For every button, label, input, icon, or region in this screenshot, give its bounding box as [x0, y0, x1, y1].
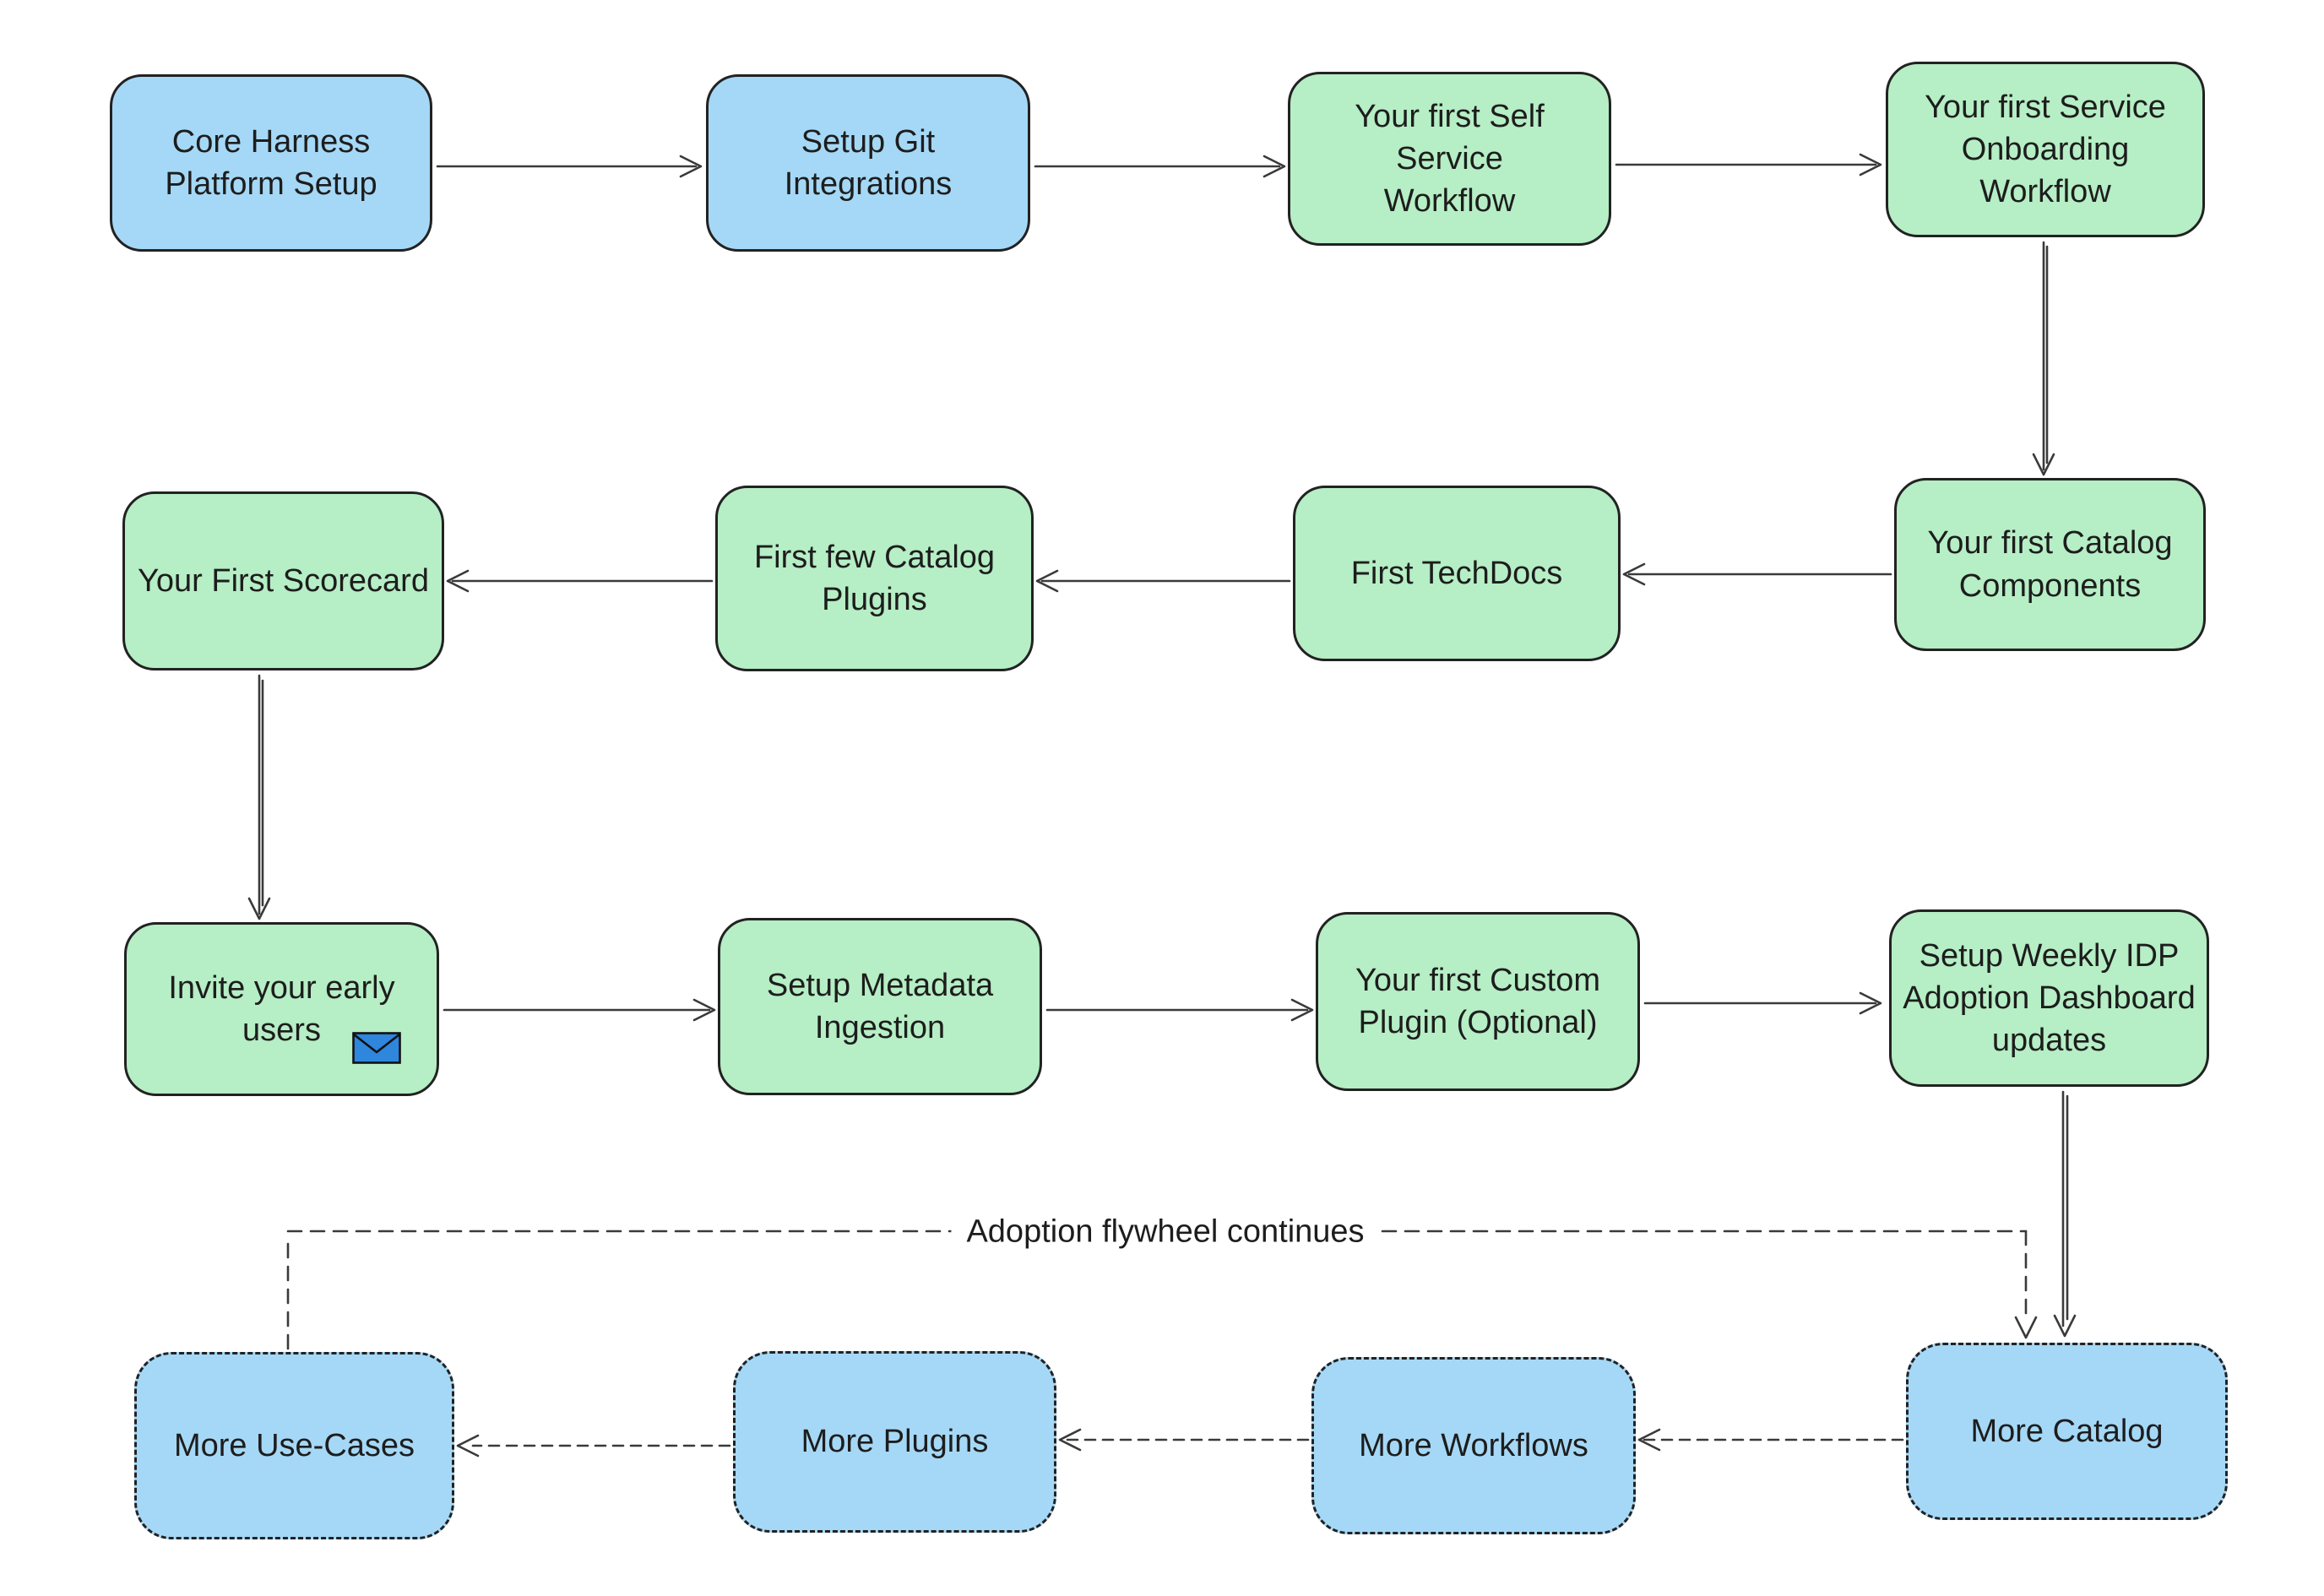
arrow-metadata-to-customplugin [1045, 998, 1314, 1022]
node-first-catalog-plugins: First few Catalog Plugins [715, 486, 1034, 671]
arrow-catalog-plugins-to-scorecard [446, 569, 714, 593]
arrow-techdocs-to-catalog-plugins [1035, 569, 1291, 593]
node-label: Your first Custom Plugin (Optional) [1355, 962, 1601, 1040]
node-label: Invite your early users [168, 969, 395, 1048]
arrow-invite-to-metadata [443, 998, 716, 1022]
arrow-more-plugins-to-more-use-cases [456, 1434, 731, 1458]
arrow-git-to-selfservice [1034, 155, 1286, 178]
node-label: First few Catalog Plugins [753, 539, 996, 617]
node-first-techdocs: First TechDocs [1293, 486, 1621, 661]
node-core-harness-platform-setup: Core Harness Platform Setup [110, 74, 432, 252]
arrow-more-catalog-to-more-workflows [1637, 1428, 1904, 1452]
flywheel-continues-label: Adoption flywheel continues [951, 1212, 1380, 1252]
node-first-self-service-workflow: Your first Self Service Workflow [1288, 72, 1611, 246]
flywheel-loop-arrowhead [2014, 1316, 2038, 1339]
node-weekly-idp-adoption-dashboard: Setup Weekly IDP Adoption Dashboard upda… [1889, 909, 2209, 1087]
arrow-onboarding-to-catalog-components [2032, 241, 2055, 476]
arrow-selfservice-to-onboarding [1615, 153, 1882, 176]
node-label: More Catalog [1970, 1413, 2164, 1449]
arrow-more-workflows-to-more-plugins [1058, 1428, 1310, 1452]
node-setup-metadata-ingestion: Setup Metadata Ingestion [718, 918, 1042, 1095]
node-label: Your First Scorecard [138, 562, 429, 599]
node-setup-git-integrations: Setup Git Integrations [706, 74, 1030, 252]
node-label: Core Harness Platform Setup [165, 123, 377, 202]
node-more-workflows: More Workflows [1311, 1357, 1636, 1534]
node-first-custom-plugin: Your first Custom Plugin (Optional) [1316, 912, 1640, 1091]
node-label: Your first Service Onboarding Workflow [1925, 89, 2166, 210]
node-label: Your first Catalog Components [1927, 525, 2173, 604]
arrow-idp-to-more-catalog [2053, 1090, 2077, 1338]
node-label: Your first Self Service Workflow [1355, 98, 1545, 220]
node-more-catalog: More Catalog [1906, 1343, 2228, 1520]
node-label: Setup Metadata Ingestion [766, 967, 994, 1045]
arrow-core-to-git [436, 155, 703, 178]
arrow-customplugin-to-idp [1643, 991, 1882, 1015]
node-label: First TechDocs [1350, 555, 1563, 591]
node-label: Setup Weekly IDP Adoption Dashboard upda… [1903, 937, 2196, 1059]
envelope-icon [352, 1032, 401, 1064]
node-more-use-cases: More Use-Cases [134, 1352, 454, 1539]
node-first-service-onboarding-workflow: Your first Service Onboarding Workflow [1886, 62, 2205, 237]
node-more-plugins: More Plugins [733, 1351, 1056, 1533]
arrow-catalog-components-to-techdocs [1622, 562, 1892, 586]
node-label: Setup Git Integrations [784, 123, 953, 202]
node-first-catalog-components: Your first Catalog Components [1894, 478, 2206, 651]
node-label: More Plugins [801, 1424, 989, 1460]
node-invite-early-users: Invite your early users [124, 922, 439, 1096]
node-label: More Use-Cases [173, 1427, 415, 1463]
node-label: More Workflows [1359, 1427, 1588, 1463]
node-first-scorecard: Your First Scorecard [122, 491, 444, 670]
arrow-scorecard-to-invite [247, 674, 271, 920]
